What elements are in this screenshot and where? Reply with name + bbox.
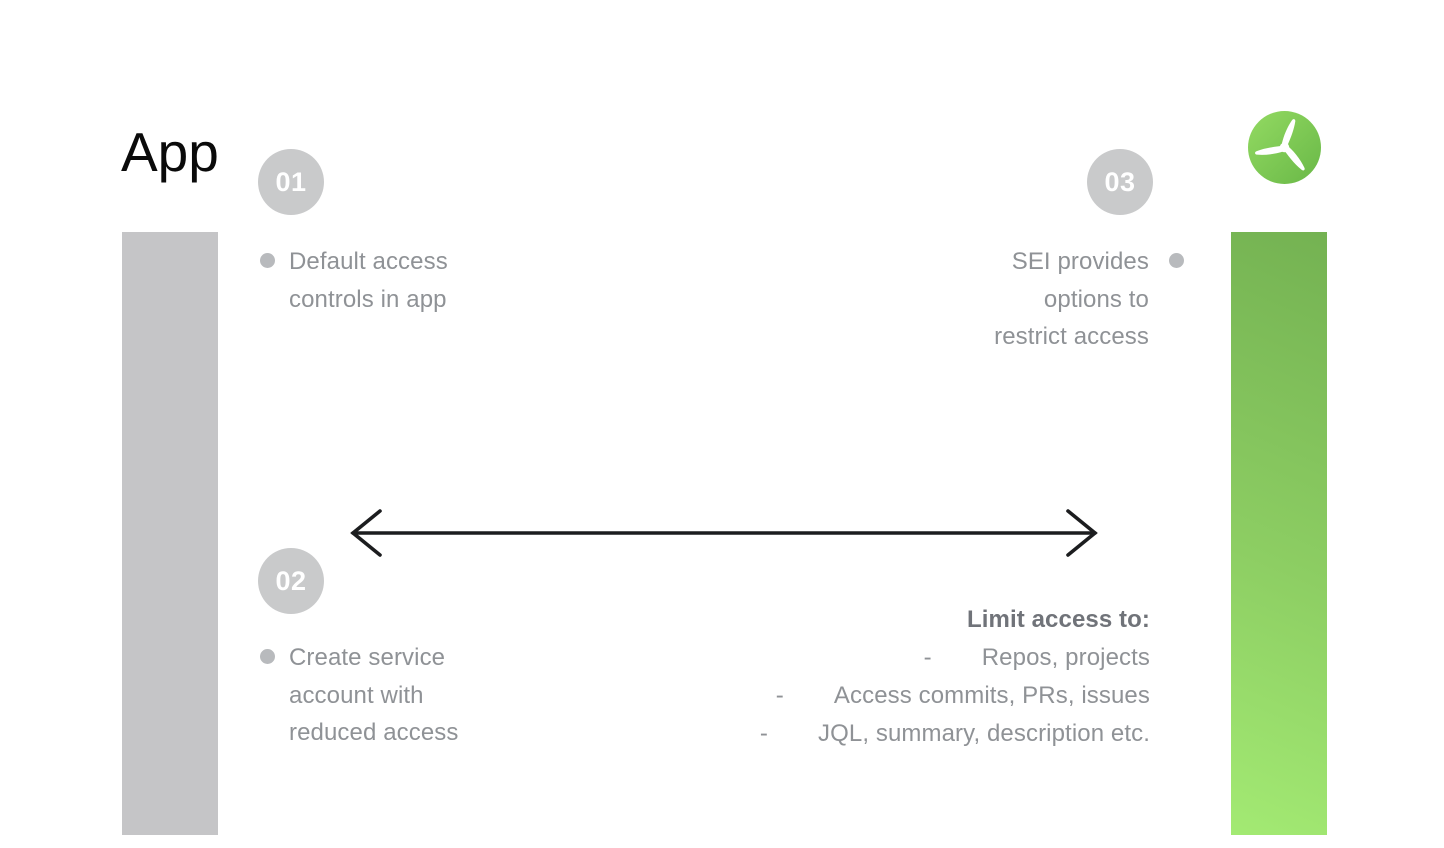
step-02-line-2: account with xyxy=(289,681,424,709)
step-03-badge: 03 xyxy=(1087,149,1153,215)
step-01-line-1: Default access xyxy=(289,248,448,275)
step-03-line-1: SEI provides xyxy=(1011,248,1149,275)
limit-access-heading: Limit access to: xyxy=(967,606,1150,633)
limit-access-item: - Access commits, PRs, issues xyxy=(760,677,1150,715)
double-headed-arrow-icon xyxy=(350,509,1098,557)
step-02-line-1: Create service xyxy=(289,644,446,671)
dash-bullet: - xyxy=(923,644,932,671)
limit-access-item: - JQL, summary, description etc. xyxy=(760,715,1150,753)
step-03-text: SEI provides options to restrict access xyxy=(994,243,1149,356)
step-02-badge: 02 xyxy=(258,548,324,614)
step-03-line-2: options to xyxy=(1043,285,1149,313)
step-02-line-3: reduced access xyxy=(289,719,459,746)
limit-access-item-text: JQL, summary, description etc. xyxy=(818,720,1150,747)
step-01-badge: 01 xyxy=(258,149,324,215)
bullet-icon xyxy=(1169,253,1184,268)
step-01-text: Default access controls in app xyxy=(289,243,448,318)
dash-bullet: - xyxy=(775,682,784,709)
limit-access-list: Limit access to: - Repos, projects - Acc… xyxy=(760,601,1150,753)
page-title: App xyxy=(121,121,219,183)
app-column-bar xyxy=(122,232,218,835)
step-01-line-2: controls in app xyxy=(289,285,447,313)
dash-bullet: - xyxy=(759,720,768,747)
sei-propeller-logo-icon xyxy=(1248,111,1321,184)
limit-access-item: - Repos, projects xyxy=(760,639,1150,677)
bullet-icon xyxy=(260,649,275,664)
step-03-line-3: restrict access xyxy=(994,323,1149,350)
step-02-text: Create service account with reduced acce… xyxy=(289,639,459,752)
sei-column-bar xyxy=(1231,232,1327,835)
bullet-icon xyxy=(260,253,275,268)
limit-access-item-text: Repos, projects xyxy=(981,644,1150,671)
limit-access-item-text: Access commits, PRs, issues xyxy=(833,682,1150,709)
